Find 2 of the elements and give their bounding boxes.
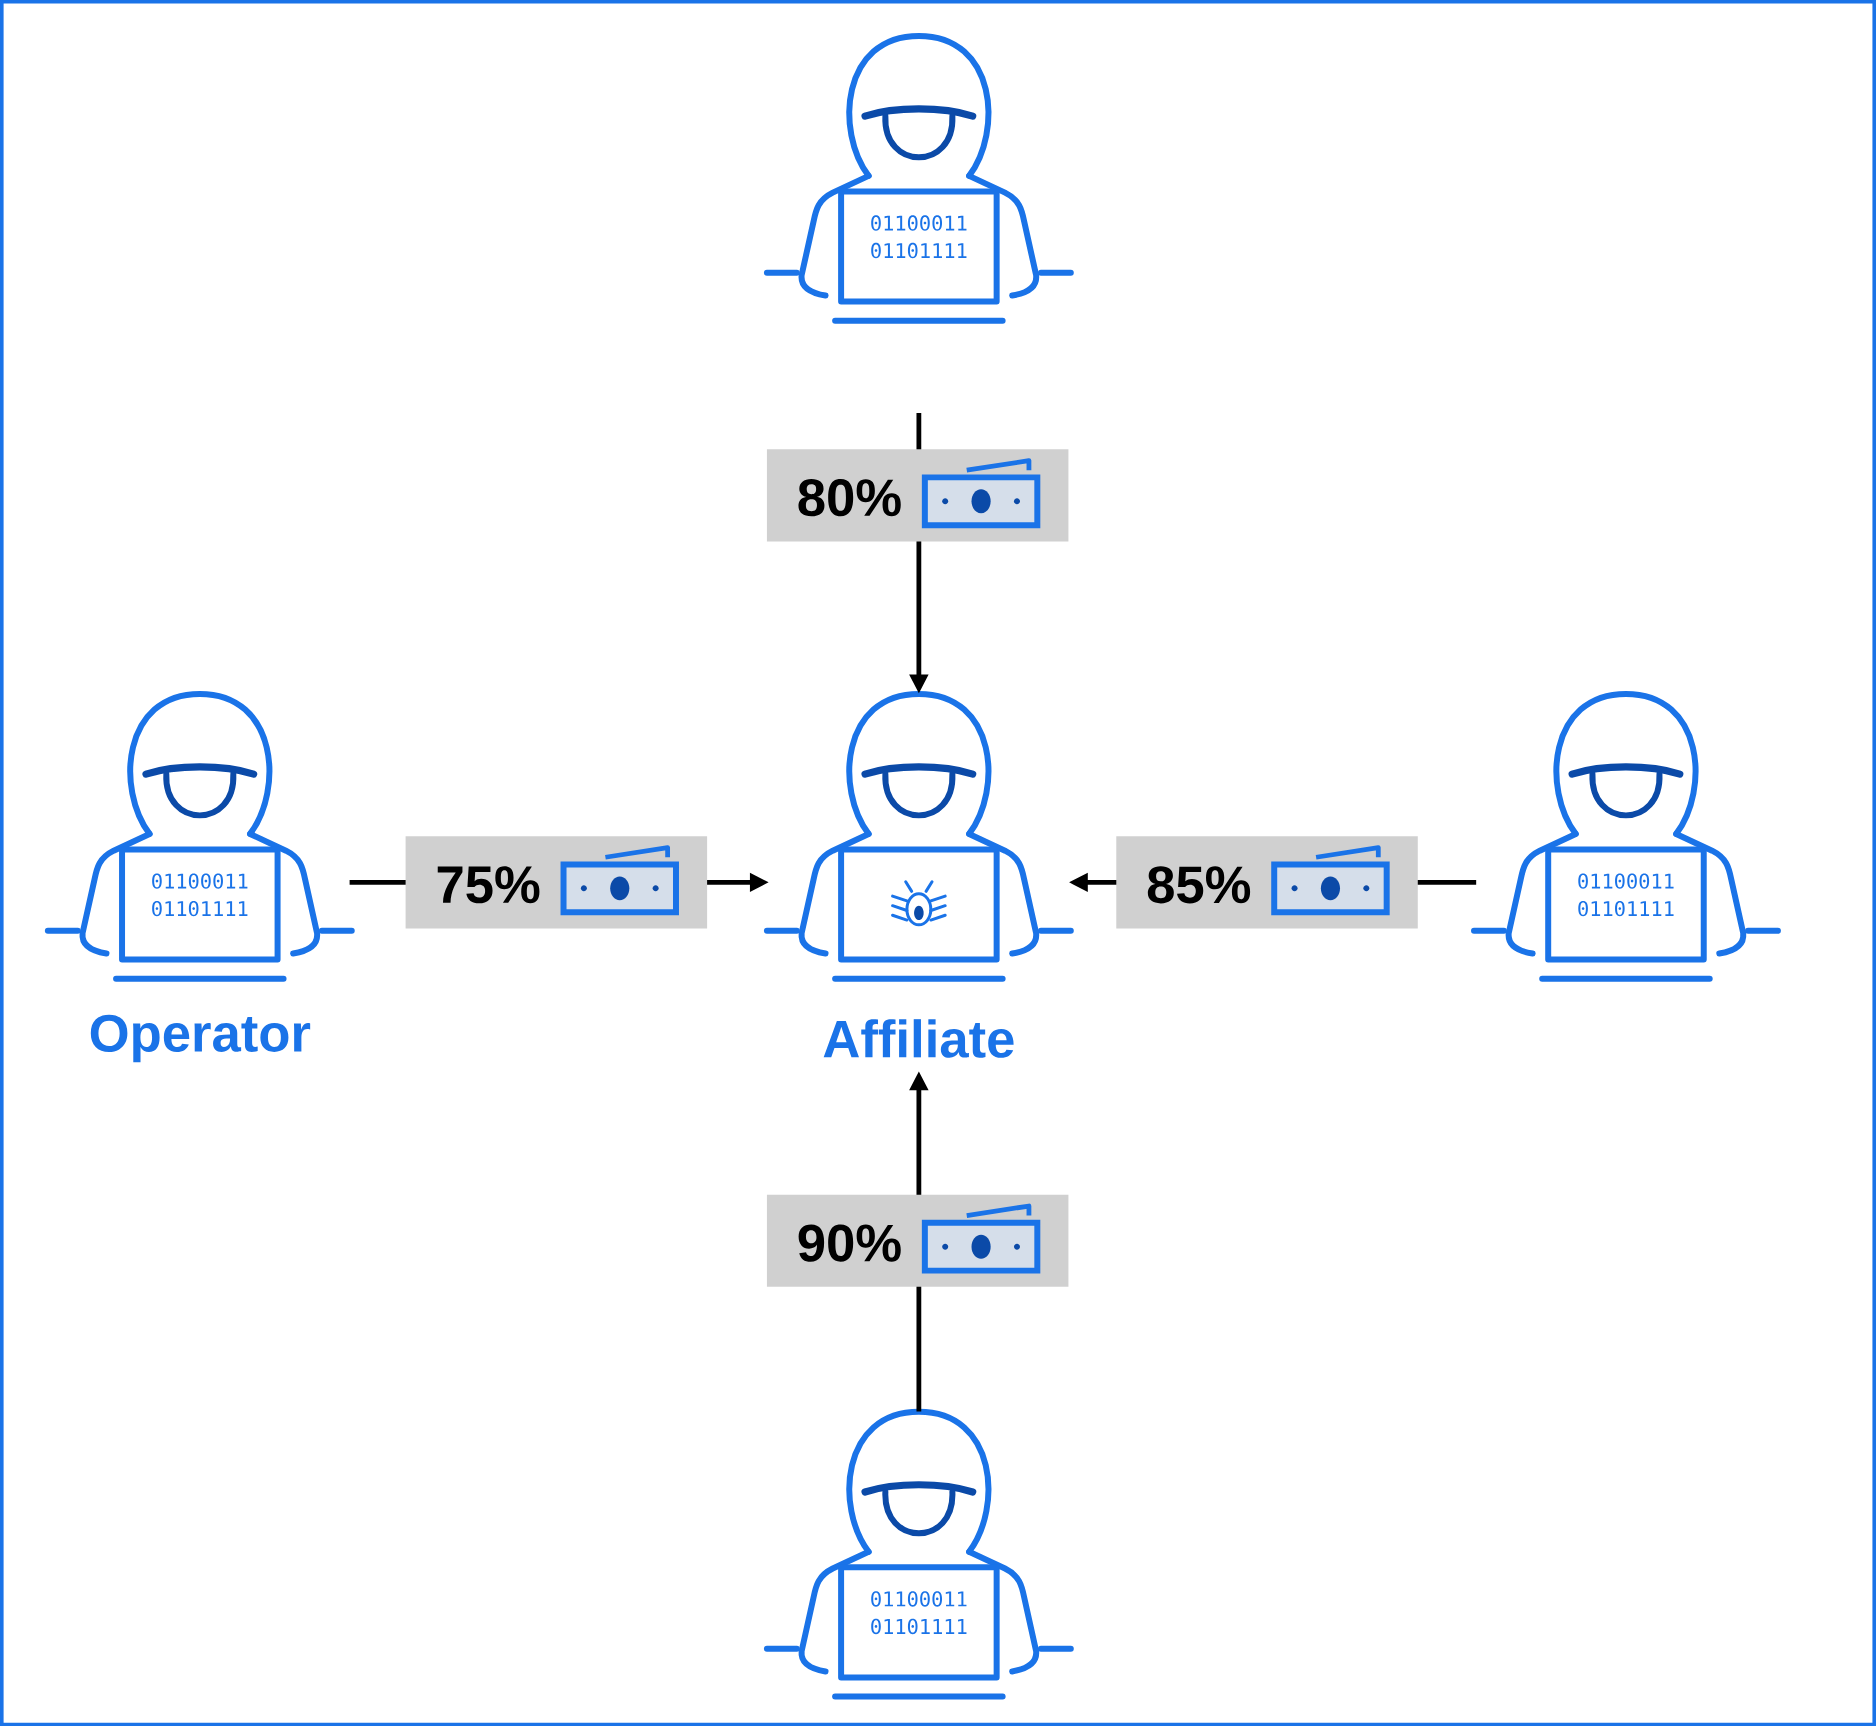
name-label: Operator	[90, 1014, 311, 1063]
name-label: Affiliate	[823, 1018, 1014, 1058]
